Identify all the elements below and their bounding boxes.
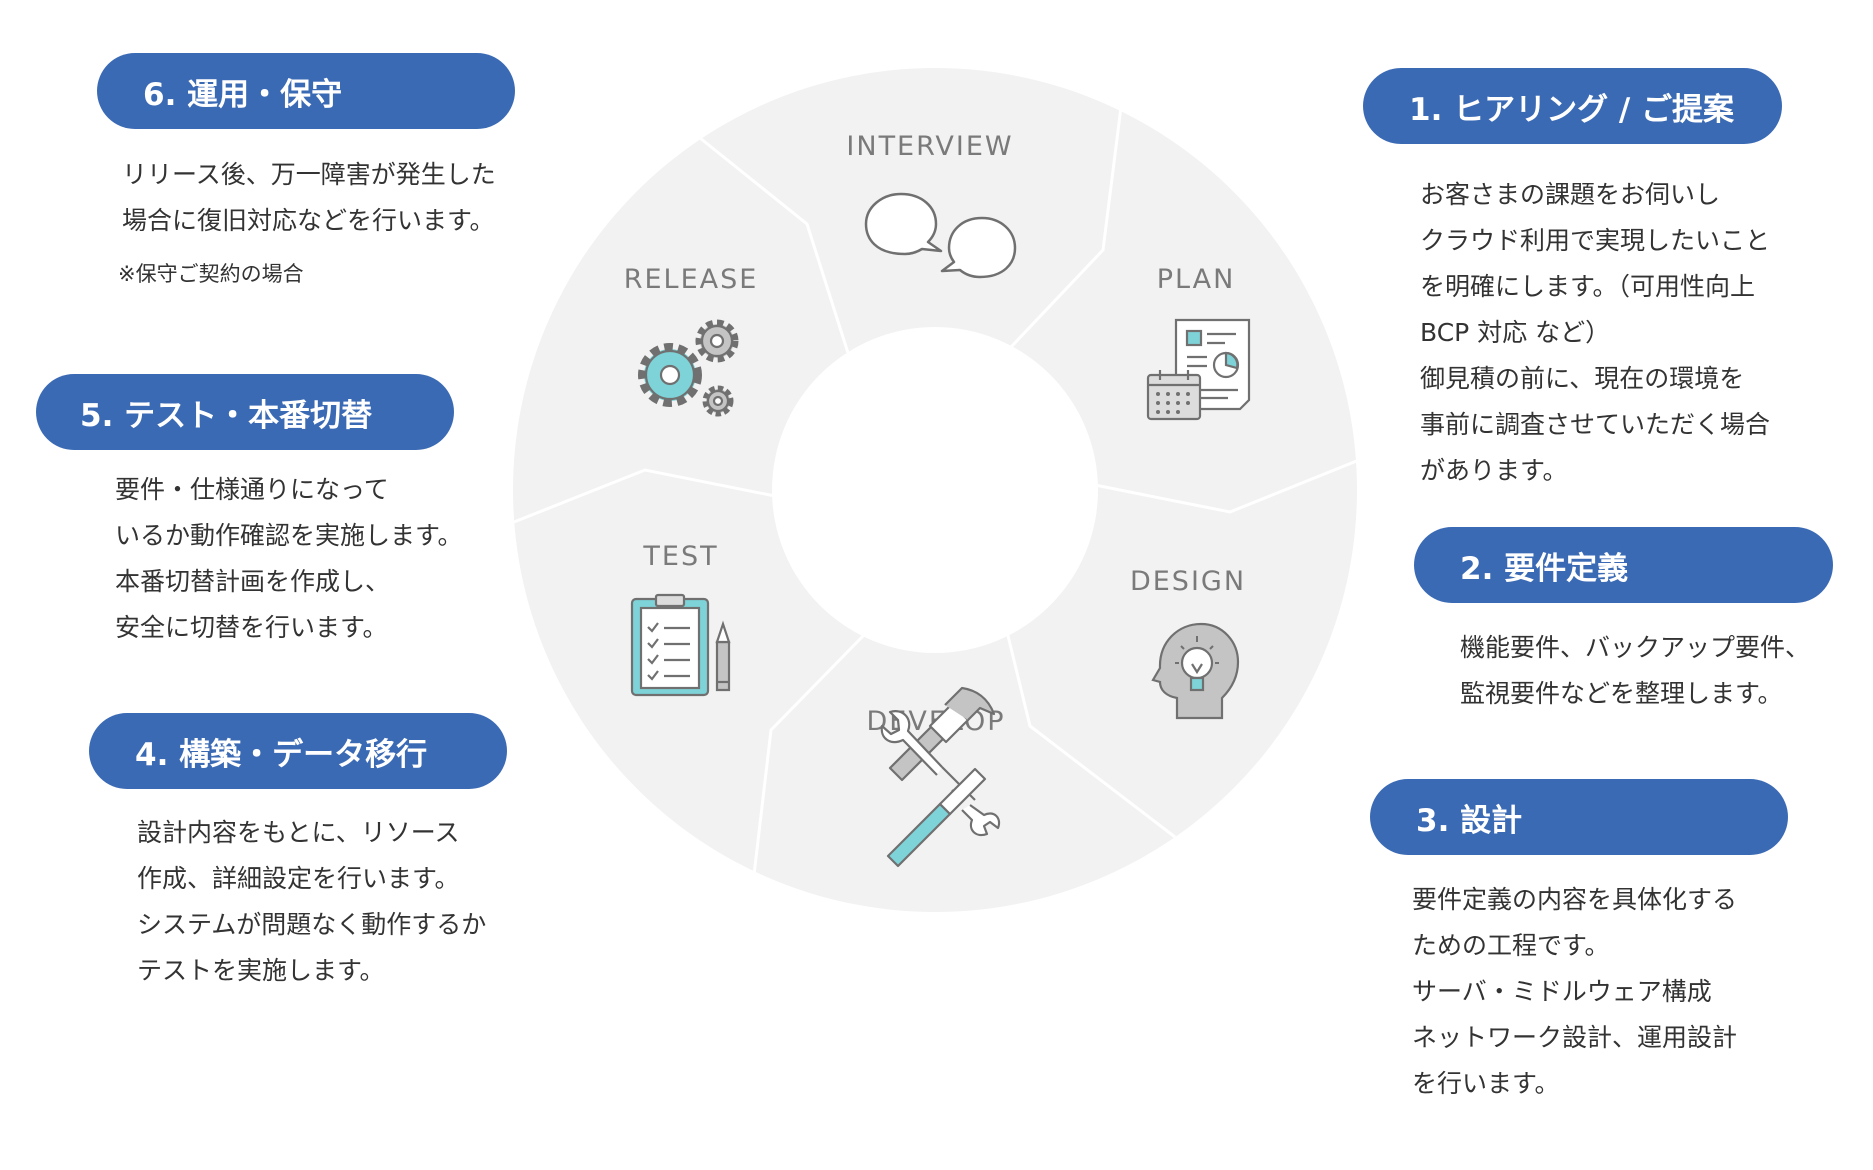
document-calendar-icon — [1146, 318, 1251, 421]
step-1-description: お客さまの課題をお伺いし クラウド利用で実現したいこと を明確にします。（可用性… — [1420, 180, 1771, 485]
gears-icon — [638, 319, 739, 417]
clipboard-checklist-icon — [630, 593, 731, 697]
step-4-pill: 4. 構築・データ移行 — [89, 713, 507, 789]
wheel-dividers — [513, 106, 1360, 876]
segment-label-plan: PLAN — [1157, 264, 1236, 295]
step-6-note: ※保守ご契約の場合 — [118, 262, 304, 286]
segment-label-test: TEST — [642, 541, 718, 572]
speech-bubbles-icon — [864, 192, 1017, 279]
segment-label-release: RELEASE — [624, 264, 759, 295]
wrench-hammer-icon — [880, 686, 1001, 868]
step-3-pill: 3. 設計 — [1370, 779, 1788, 855]
head-lightbulb-icon — [1151, 622, 1240, 720]
step-2-pill: 2. 要件定義 — [1414, 527, 1833, 603]
step-1-pill: 1. ヒアリング / ご提案 — [1363, 68, 1782, 144]
step-3-description: 要件定義の内容を具体化する ための工程です。 サーバ・ミドルウェア構成 ネットワ… — [1412, 885, 1738, 1098]
step-6-description: リリース後、万一障害が発生した 場合に復旧対応などを行います。 — [122, 160, 496, 235]
step-6-pill: 6. 運用・保守 — [97, 53, 515, 129]
step-2-description: 機能要件、バックアップ要件、 監視要件などを整理します。 — [1460, 633, 1811, 708]
step-4-description: 設計内容をもとに、リソース 作成、詳細設定を行います。 システムが問題なく動作す… — [137, 818, 487, 985]
segment-label-interview: INTERVIEW — [846, 131, 1013, 162]
step-5-description: 要件・仕様通りになって いるか動作確認を実施します。 本番切替計画を作成し、 安… — [115, 475, 463, 642]
step-5-pill: 5. テスト・本番切替 — [36, 374, 454, 450]
segment-label-design: DESIGN — [1130, 566, 1246, 597]
wheel-center — [772, 327, 1098, 653]
